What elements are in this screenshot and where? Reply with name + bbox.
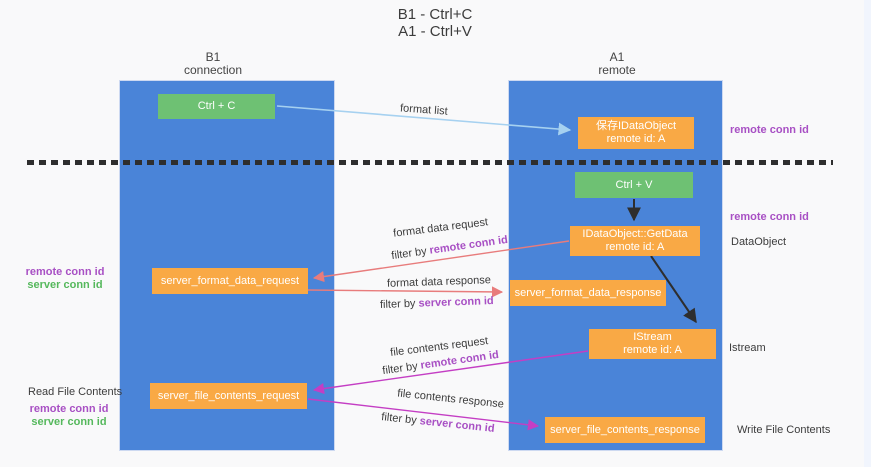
istream-box: IStream remote id: A: [589, 329, 716, 359]
title-line-2: A1 - Ctrl+V: [398, 23, 472, 40]
server-file-contents-request-box: server_file_contents_request: [150, 383, 307, 409]
save-idataobject-line1: 保存IDataObject: [595, 120, 677, 132]
ctrl-c-label: Ctrl + C: [197, 100, 236, 112]
server-file-contents-response-box: server_file_contents_response: [545, 417, 705, 443]
ctrl-c-box: Ctrl + C: [158, 94, 275, 119]
istream-line2: remote id: A: [623, 344, 682, 356]
getdata-line2: remote id: A: [605, 241, 665, 253]
label-filter-by: filter by: [390, 244, 431, 263]
istream-line1: IStream: [633, 331, 672, 343]
ctrl-v-label: Ctrl + V: [615, 178, 653, 191]
annotation-server-conn-id-left2: server conn id: [31, 416, 107, 428]
label-format-data-request: format data request: [392, 216, 489, 240]
label-filter-by: filter by: [380, 411, 421, 428]
ctrl-v-box: Ctrl + V: [575, 172, 693, 198]
server-file-contents-request-label: server_file_contents_request: [157, 389, 300, 402]
annotation-conn-ids-format: remote conn id server conn id: [20, 266, 110, 292]
label-filter-by: filter by: [381, 359, 422, 378]
annotation-remote-conn-id-left1: remote conn id: [25, 266, 105, 278]
idataobject-getdata-box: IDataObject::GetData remote id: A: [570, 226, 700, 256]
annotation-istream: Istream: [729, 342, 766, 354]
save-idataobject-box: 保存IDataObject remote id: A: [578, 117, 694, 149]
label-server-conn-id: server conn id: [418, 295, 494, 310]
server-format-data-request-label: server_format_data_request: [160, 274, 300, 287]
annotation-remote-conn-id-left2: remote conn id: [29, 403, 109, 415]
left-column-name: B1: [205, 50, 221, 64]
window-edge-strip: [864, 0, 871, 467]
left-column-role: connection: [183, 63, 243, 77]
right-column-header: A1 remote: [567, 51, 667, 77]
label-format-list: format list: [399, 102, 449, 118]
server-format-data-request-box: server_format_data_request: [152, 268, 308, 294]
right-column-role: remote: [598, 63, 636, 77]
server-format-data-response-box: server_format_data_response: [510, 280, 666, 306]
annotation-remote-conn-id-top: remote conn id: [730, 124, 809, 136]
server-file-contents-response-label: server_file_contents_response: [550, 423, 700, 436]
format-data-response-arrow: [307, 286, 504, 298]
server-format-data-response-label: server_format_data_response: [514, 286, 662, 299]
annotation-dataobject: DataObject: [731, 236, 787, 248]
annotation-remote-conn-id-mid: remote conn id: [730, 211, 809, 223]
label-format-data-response: format data response: [386, 274, 492, 290]
annotation-write-file-contents: Write File Contents: [737, 424, 831, 436]
label-filter-server-1: filter by server conn id: [380, 295, 494, 312]
save-idataobject-line2: remote id: A: [606, 133, 666, 145]
label-remote-conn-id: remote conn id: [428, 233, 509, 257]
annotation-server-conn-id-left1: server conn id: [27, 279, 103, 291]
getdata-line1: IDataObject::GetData: [582, 228, 688, 240]
left-column-header: B1 connection: [163, 51, 263, 77]
label-file-contents-response: file contents response: [396, 387, 505, 411]
page-title: B1 - Ctrl+C A1 - Ctrl+V: [340, 6, 530, 40]
right-column-name: A1: [609, 50, 625, 64]
title-line-1: B1 - Ctrl+C: [397, 6, 473, 23]
phase-divider-dashed-line: [27, 160, 833, 165]
annotation-conn-ids-file: remote conn id server conn id: [24, 403, 114, 429]
label-server-conn-id: server conn id: [419, 415, 496, 435]
label-filter-by: filter by: [379, 297, 419, 311]
label-filter-server-2: filter by server conn id: [381, 411, 495, 436]
annotation-read-file-contents: Read File Contents: [28, 386, 123, 398]
